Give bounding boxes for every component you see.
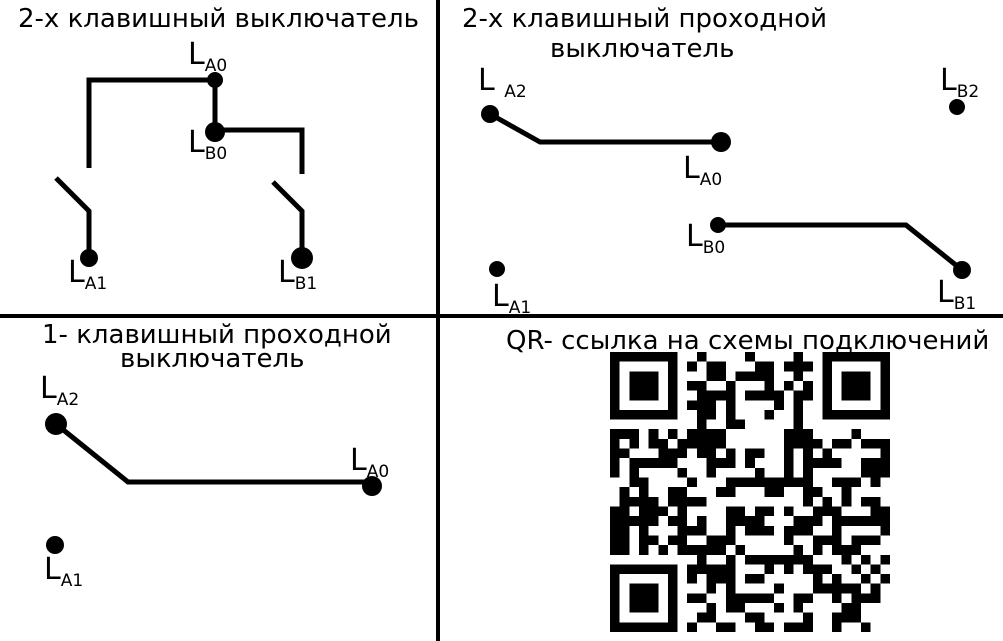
terminal-la1: [80, 249, 98, 267]
wire-b0-to-b1: [718, 222, 964, 272]
qr-title: QR- ссылка на схемы подключений: [506, 326, 990, 356]
wire-a0-to-a-contact: [86, 77, 215, 168]
wire-a2-to-a0: [488, 111, 721, 145]
terminal-la1: [489, 261, 505, 277]
two-gang-passthrough-diagram: [488, 111, 964, 272]
terminal-lb2: [949, 99, 965, 115]
terminal-lb1: [291, 247, 313, 269]
panel-title-line1: 1- клавишный проходной: [42, 320, 392, 350]
terminal-lb1: [953, 261, 971, 279]
wire-a2-to-a0: [54, 422, 372, 485]
label-la1: LA1: [68, 255, 108, 294]
terminal-la0: [711, 132, 731, 152]
label-lb2: LB2: [940, 63, 980, 102]
label-la0: LA0: [683, 151, 723, 190]
qr-code-graphic: [610, 352, 890, 632]
terminal-la1: [46, 536, 64, 554]
terminal-la2: [45, 413, 67, 435]
terminal-lb0: [710, 217, 726, 233]
terminal-la0: [362, 476, 382, 496]
vertical-divider: [436, 0, 440, 641]
terminal-la2: [481, 105, 499, 123]
label-lb0: LB0: [686, 219, 726, 258]
label-lb1: LB1: [278, 255, 318, 294]
label-la0: LA0: [350, 443, 390, 482]
label-la1: LA1: [44, 552, 84, 591]
panel-title: 2-х клавишный выключатель: [18, 4, 419, 34]
switch-lever-b: [271, 180, 305, 258]
horizontal-divider: [0, 314, 1003, 318]
wire-b0-to-b-contact: [215, 127, 305, 174]
terminal-la0: [207, 72, 223, 88]
label-la2: LA2: [40, 371, 80, 410]
single-gang-passthrough-diagram: [54, 422, 372, 485]
switch-lever-a: [54, 176, 92, 258]
panel-title-line2: выключатель: [120, 344, 305, 374]
label-la1: LA1: [492, 279, 532, 318]
two-gang-switch-diagram: [54, 77, 305, 258]
label-lb0: LB0: [188, 125, 228, 164]
label-la2: L A2: [478, 63, 527, 102]
label-la0: LA0: [188, 37, 228, 76]
label-lb1: LB1: [937, 275, 977, 314]
panel-title-line1: 2-х клавишный проходной: [462, 4, 828, 34]
panel-title-line2: выключатель: [550, 34, 735, 64]
qr-code-icon: [610, 352, 890, 632]
terminal-lb0: [205, 122, 225, 142]
